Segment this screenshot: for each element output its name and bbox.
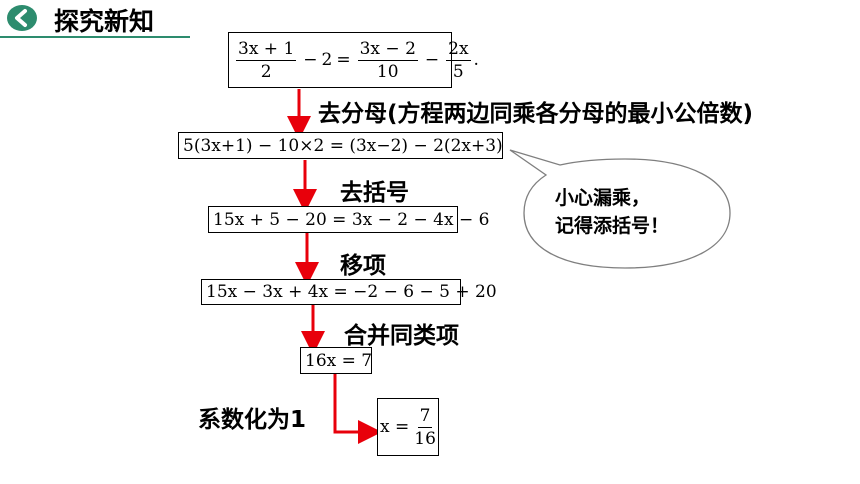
bubble-line-1: 小心漏乘， <box>555 187 651 209</box>
step-combine-like-terms: 合并同类项 <box>344 323 459 349</box>
section-title: 探究新知 <box>54 7 155 36</box>
step-transpose: 移项 <box>340 253 386 279</box>
equation-denominator-removed: 5(3x+1) − 10×2 = (3x−2) − 2(2x+3) <box>178 132 503 159</box>
section-header: 探究新知 <box>0 0 190 40</box>
equation-combined: 16x = 7 <box>300 347 372 374</box>
arrow-5 <box>333 374 382 444</box>
bubble-note: 小心漏乘， 记得添括号！ <box>555 184 669 240</box>
step-normalize-coefficient: 系数化为1 <box>198 407 307 433</box>
bubble-line-2: 记得添括号！ <box>555 215 670 237</box>
equation-transposed: 15x − 3x + 4x = −2 − 6 − 5 + 20 <box>201 279 497 305</box>
equation-brackets-removed: 15x + 5 − 20 = 3x − 2 − 4x − 6 <box>208 206 489 233</box>
speech-bubble <box>509 149 731 269</box>
step-remove-denominator: 去分母(方程两边同乘各分母的最小公倍数) <box>318 101 754 127</box>
header-underline <box>0 36 190 38</box>
chevron-left-circle-icon <box>7 5 37 31</box>
step-remove-brackets: 去括号 <box>340 180 409 206</box>
